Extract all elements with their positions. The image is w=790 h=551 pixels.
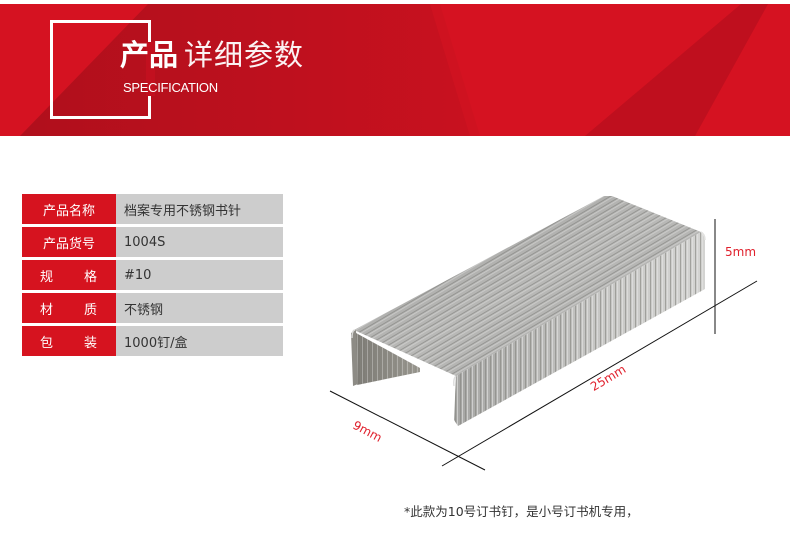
spec-row-sku: 产品货号 1004S [22, 227, 283, 257]
spec-label: 材 质 [22, 293, 116, 323]
staple-top-face [354, 196, 701, 376]
header-banner: 产品详细参数 SPECIFICATION [0, 4, 790, 136]
title-bold: 产品 [120, 38, 179, 72]
width-label: 9mm [350, 418, 385, 445]
spec-table: 产品名称 档案专用不锈钢书针 产品货号 1004S 规 格 #10 材 质 不锈… [22, 194, 283, 359]
spec-row-size: 规 格 #10 [22, 260, 283, 290]
page-subtitle: SPECIFICATION [123, 80, 218, 95]
frame-gap [146, 42, 155, 96]
spec-label-char: 材 [40, 302, 54, 318]
spec-label: 产品货号 [22, 227, 116, 257]
length-label: 25mm [588, 362, 629, 395]
height-label: 5mm [725, 245, 757, 259]
staple-inner-leg [356, 333, 420, 385]
spec-label-char: 规 [40, 269, 54, 285]
spec-label-char: 装 [83, 335, 97, 351]
spec-label-char: 格 [83, 269, 97, 285]
staple-left-leg [351, 330, 358, 386]
banner-background [0, 4, 790, 136]
spec-row-material: 材 质 不锈钢 [22, 293, 283, 323]
page-title: 产品详细参数 [120, 38, 304, 72]
spec-label: 包 装 [22, 326, 116, 356]
spec-value: 不锈钢 [116, 293, 283, 323]
title-light: 详细参数 [184, 38, 305, 72]
spec-value: #10 [116, 260, 283, 290]
spec-label-char: 质 [83, 302, 97, 318]
spec-label-char: 包 [40, 335, 54, 351]
spec-row-name: 产品名称 档案专用不锈钢书针 [22, 194, 283, 224]
spec-label: 规 格 [22, 260, 116, 290]
spec-label: 产品名称 [22, 194, 116, 224]
spec-row-packaging: 包 装 1000钉/盒 [22, 326, 283, 356]
spec-value: 1004S [116, 227, 283, 257]
staple-front-face [454, 232, 705, 426]
spec-value: 1000钉/盒 [116, 326, 283, 356]
usage-note: *此款为10号订书钉，是小号订书机专用， [404, 504, 639, 519]
spec-value: 档案专用不锈钢书针 [116, 194, 283, 224]
